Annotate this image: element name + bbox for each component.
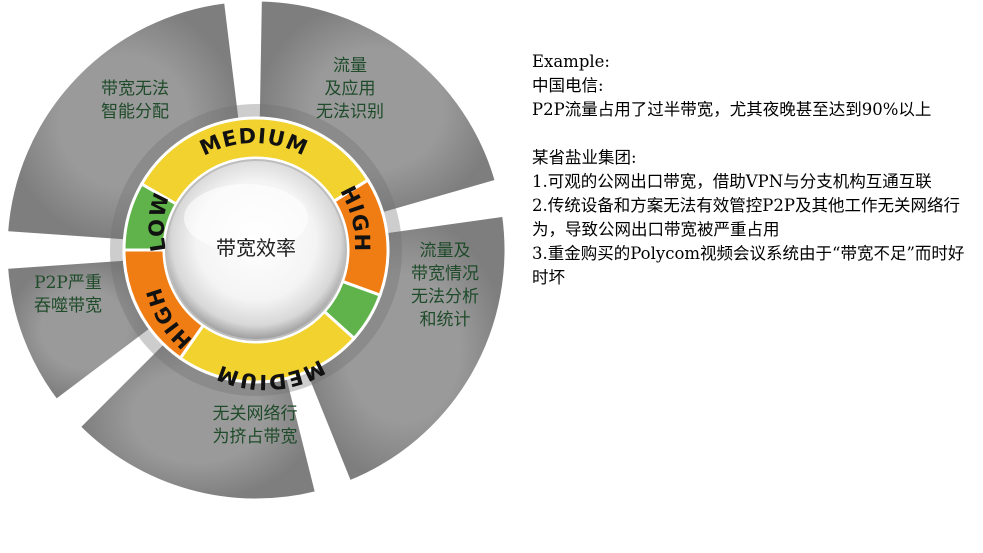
segment-label-unrelated-behavior: 无关网络行 为挤占带宽 <box>212 404 298 447</box>
ring-band-orange-left <box>122 248 206 361</box>
notes-panel: Example: 中国电信: P2P流量占用了过半带宽，尤其夜晚甚至达到90%以… <box>532 50 972 290</box>
segment-label-traffic-analysis: 流量及 带宽情况 无法分析 和统计 <box>411 241 479 330</box>
telecom-name: 中国电信: <box>532 76 604 95</box>
note-item: 3.重金购买的Polycom视频会议系统由于“带宽不足”而时好时坏 <box>532 244 965 287</box>
bandwidth-wheel-diagram: MEDIUM LOW HIGH HIGH MEDIUM <box>5 0 508 502</box>
rating-ring <box>122 116 390 384</box>
note-item: 2.传统设备和方案无法有效管控P2P及其他工作无关网络行为，导致公网出口带宽被严… <box>532 196 960 239</box>
segment-label-bandwidth-allocation: 带宽无法 智能分配 <box>101 79 169 122</box>
segment-label-p2p: P2P严重 吞噬带宽 <box>34 273 102 316</box>
telecom-text: P2P流量占用了过半带宽，尤其夜晚甚至达到90%以上 <box>532 100 932 119</box>
spacer <box>532 122 972 146</box>
center-title: 带宽效率 <box>216 236 296 260</box>
example-heading: Example: <box>532 52 610 71</box>
ring-band-yellow-top <box>139 116 371 207</box>
outer-segments <box>5 0 508 502</box>
group-name: 某省盐业集团: <box>532 148 637 167</box>
lens-highlight <box>184 184 308 252</box>
segment-label-traffic-identification: 流量 及应用 无法识别 <box>316 56 384 122</box>
note-item: 1.可观的公网出口带宽，借助VPN与分支机构互通互联 <box>532 172 932 191</box>
